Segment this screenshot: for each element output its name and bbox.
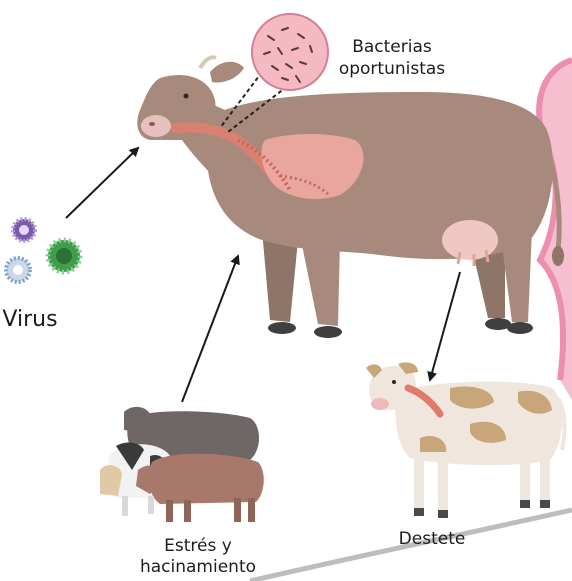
crowded-cattle-herd — [100, 407, 264, 522]
virus-blue-icon — [6, 258, 30, 282]
weaning-calf — [366, 362, 565, 518]
virus-green-icon — [48, 240, 80, 272]
bacteria-label-line2: oportunistas — [339, 59, 445, 79]
virus-label: Virus — [2, 307, 57, 332]
pink-side-panel — [539, 60, 572, 400]
arrow-cow-to-calf — [430, 272, 460, 380]
stress-label-line1: Estrés y — [164, 536, 232, 556]
stress-label-line2: hacinamiento — [140, 557, 256, 577]
arrow-virus-to-cow — [66, 148, 138, 218]
virus-purple-icon — [13, 219, 35, 241]
bacteria-label-line1: Bacterias — [352, 37, 432, 57]
adult-cow — [137, 57, 564, 338]
arrow-stress-to-cow — [182, 256, 238, 402]
weaning-label: Destete — [399, 529, 466, 549]
